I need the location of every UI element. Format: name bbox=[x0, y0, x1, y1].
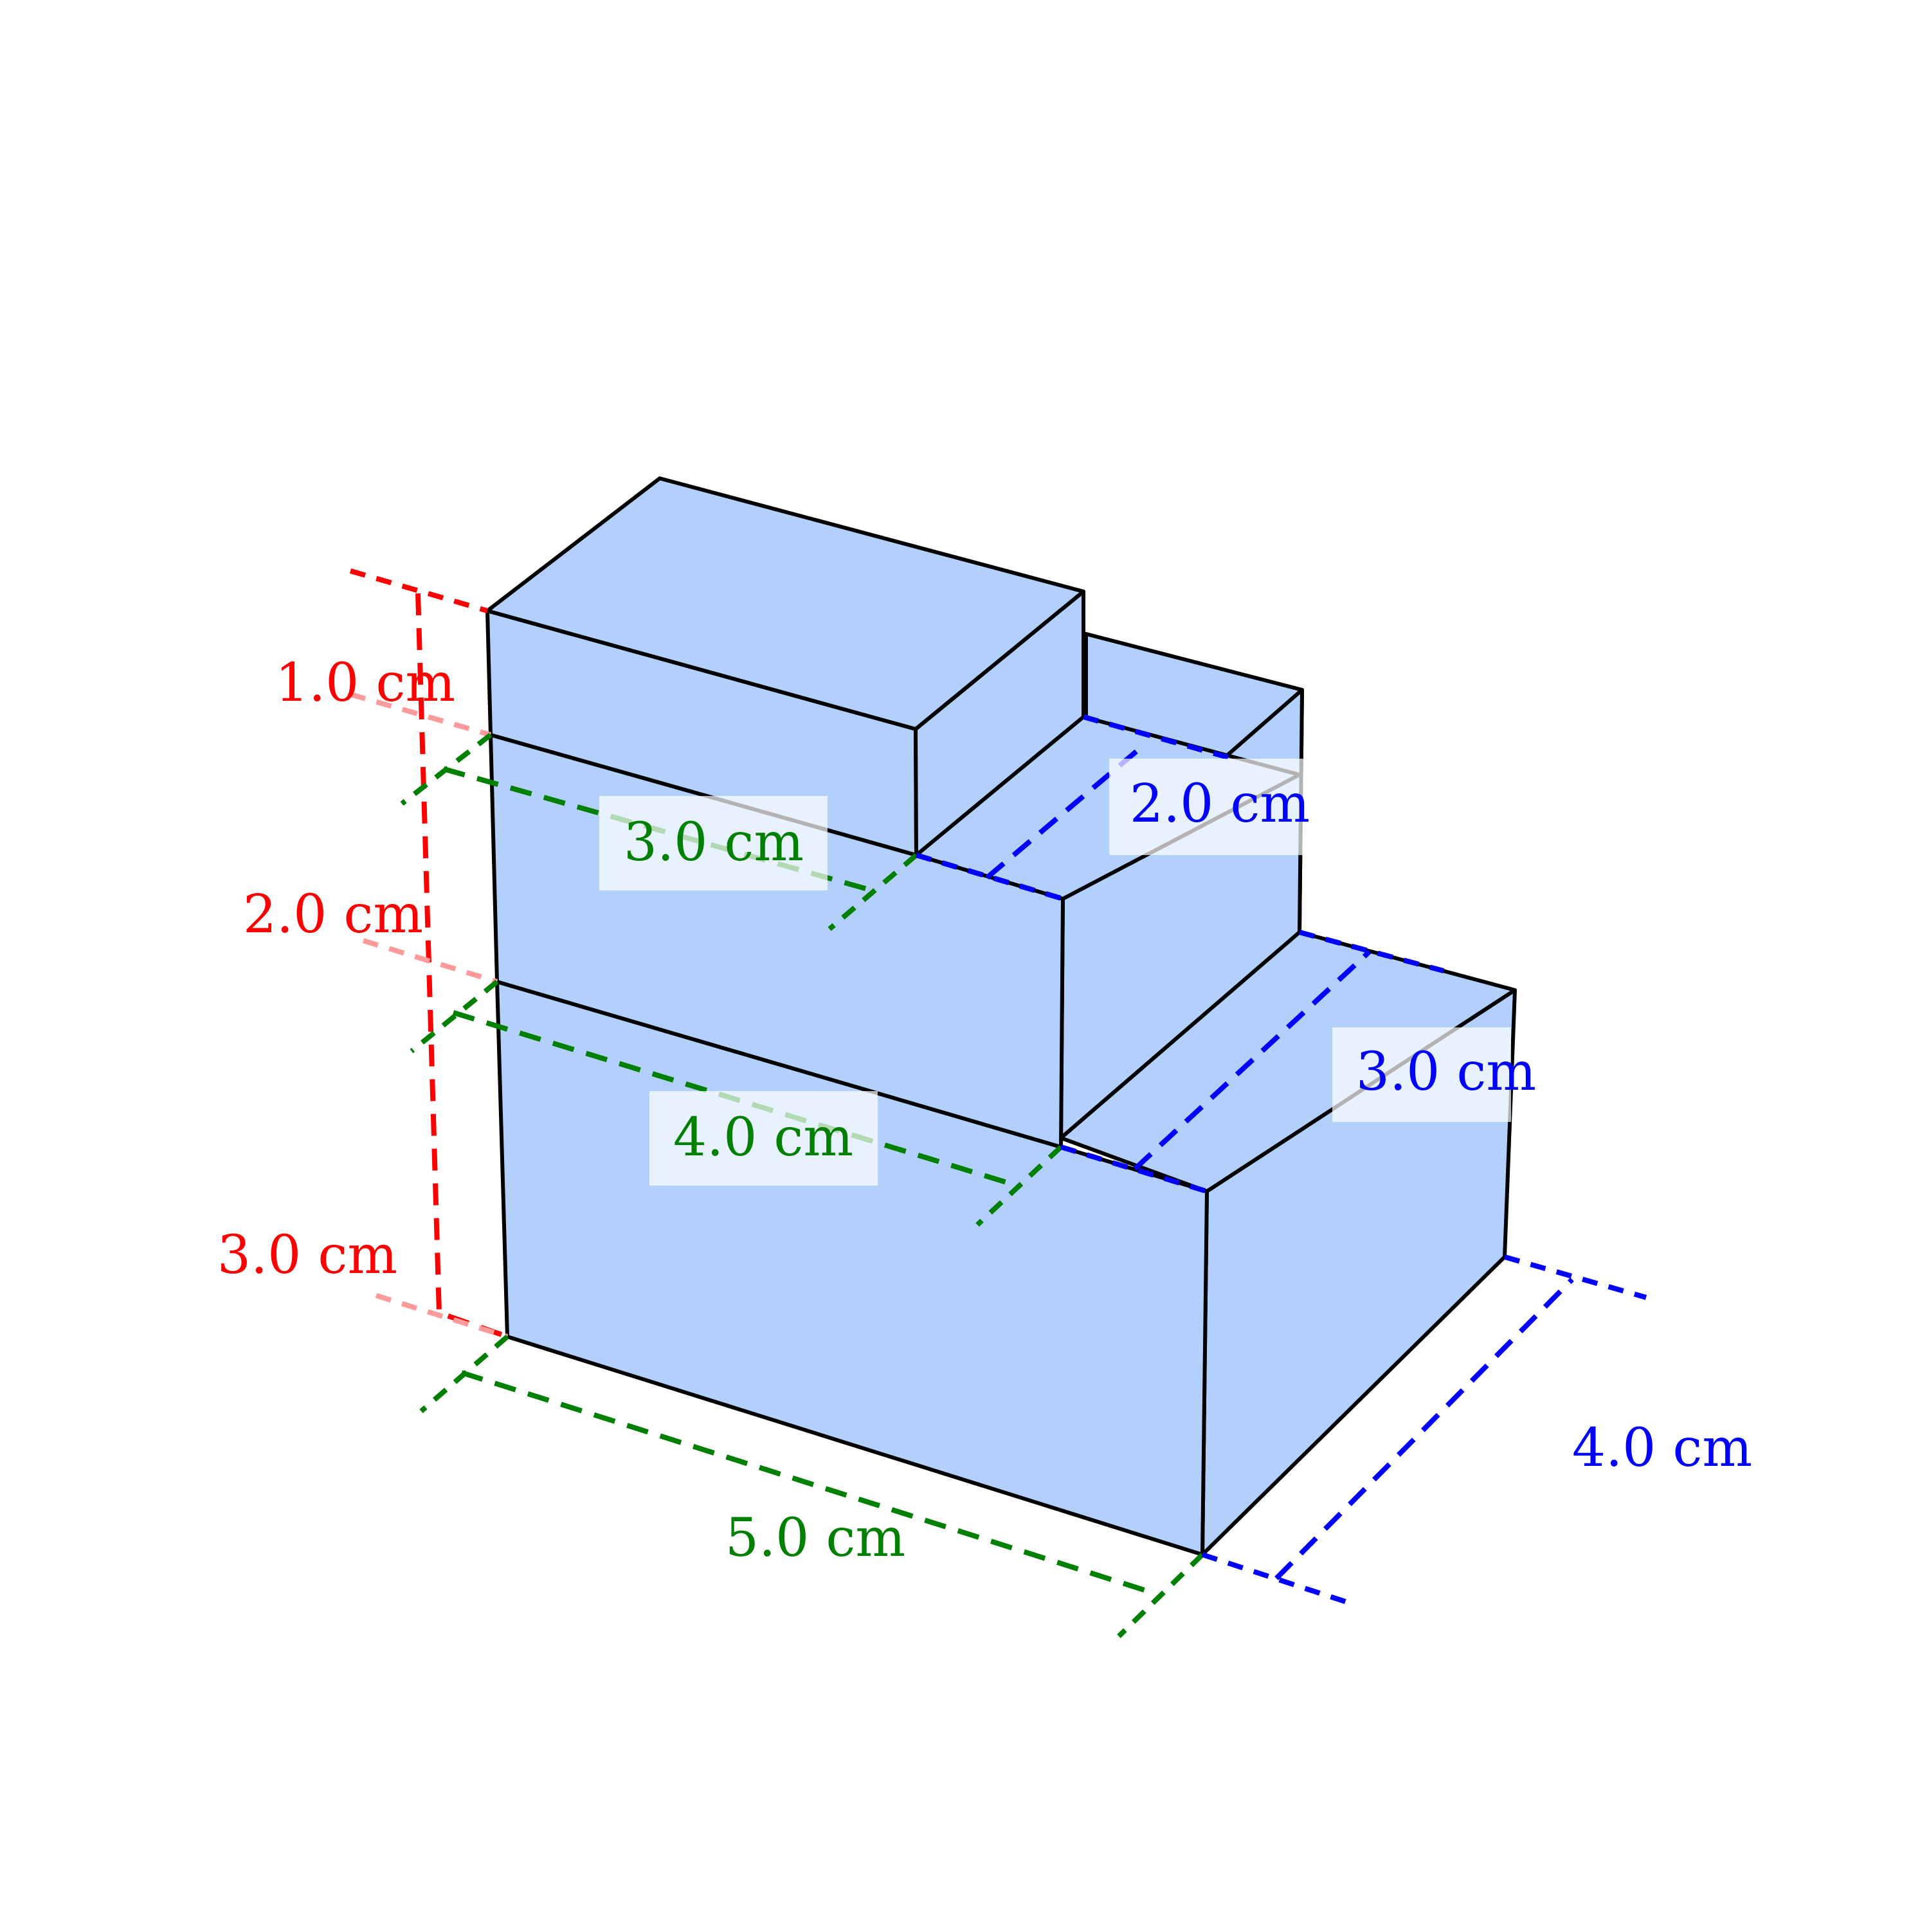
width-dim-middle-ext-left bbox=[410, 979, 499, 1054]
block-faces bbox=[485, 476, 1517, 1557]
depth-dim-bottom-ext-back bbox=[1503, 1254, 1647, 1300]
height-label-middle: 2.0 cm bbox=[243, 884, 423, 945]
depth-label-top: 2.0 cm bbox=[1130, 773, 1310, 835]
width-dim-bottom-line bbox=[460, 1370, 1155, 1596]
height-extension-top bbox=[349, 568, 489, 613]
label-box-width-top bbox=[599, 796, 828, 890]
depth-dimensions bbox=[915, 714, 1647, 1605]
width-dim-bottom-ext-right bbox=[1117, 1553, 1204, 1638]
height-extension-bottom bbox=[375, 1293, 509, 1339]
dimension-labels: 1.0 cm 2.0 cm 3.0 cm 3.0 cm 4.0 cm 5.0 c… bbox=[217, 653, 1752, 1569]
height-label-bottom: 3.0 cm bbox=[217, 1225, 397, 1286]
depth-dim-bottom-ext-front bbox=[1201, 1552, 1348, 1605]
width-dim-bottom-ext-left bbox=[419, 1334, 509, 1414]
depth-label-bottom: 4.0 cm bbox=[1572, 1418, 1752, 1479]
width-label-top: 3.0 cm bbox=[624, 812, 804, 873]
width-dim-top-ext-left bbox=[400, 732, 493, 806]
label-box-depth-top bbox=[1109, 759, 1305, 855]
depth-label-middle: 3.0 cm bbox=[1356, 1042, 1536, 1103]
depth-dim-bottom-line bbox=[1274, 1277, 1574, 1580]
top-tier-top-face bbox=[485, 476, 1085, 731]
width-dim-top-ext-right bbox=[828, 853, 918, 932]
height-dimensions bbox=[349, 568, 509, 1339]
height-label-top: 1.0 cm bbox=[275, 653, 455, 714]
depth-dim-middle-line bbox=[1133, 950, 1372, 1171]
width-label-middle: 4.0 cm bbox=[673, 1107, 853, 1168]
width-label-bottom: 5.0 cm bbox=[725, 1508, 905, 1569]
width-dim-middle-ext-right bbox=[975, 1145, 1063, 1227]
height-extension-tier1 bbox=[349, 692, 492, 737]
height-extension-tier2 bbox=[362, 938, 498, 984]
label-boxes bbox=[599, 759, 1511, 1186]
label-box-depth-middle bbox=[1332, 1027, 1511, 1122]
label-box-width-middle bbox=[649, 1091, 878, 1186]
